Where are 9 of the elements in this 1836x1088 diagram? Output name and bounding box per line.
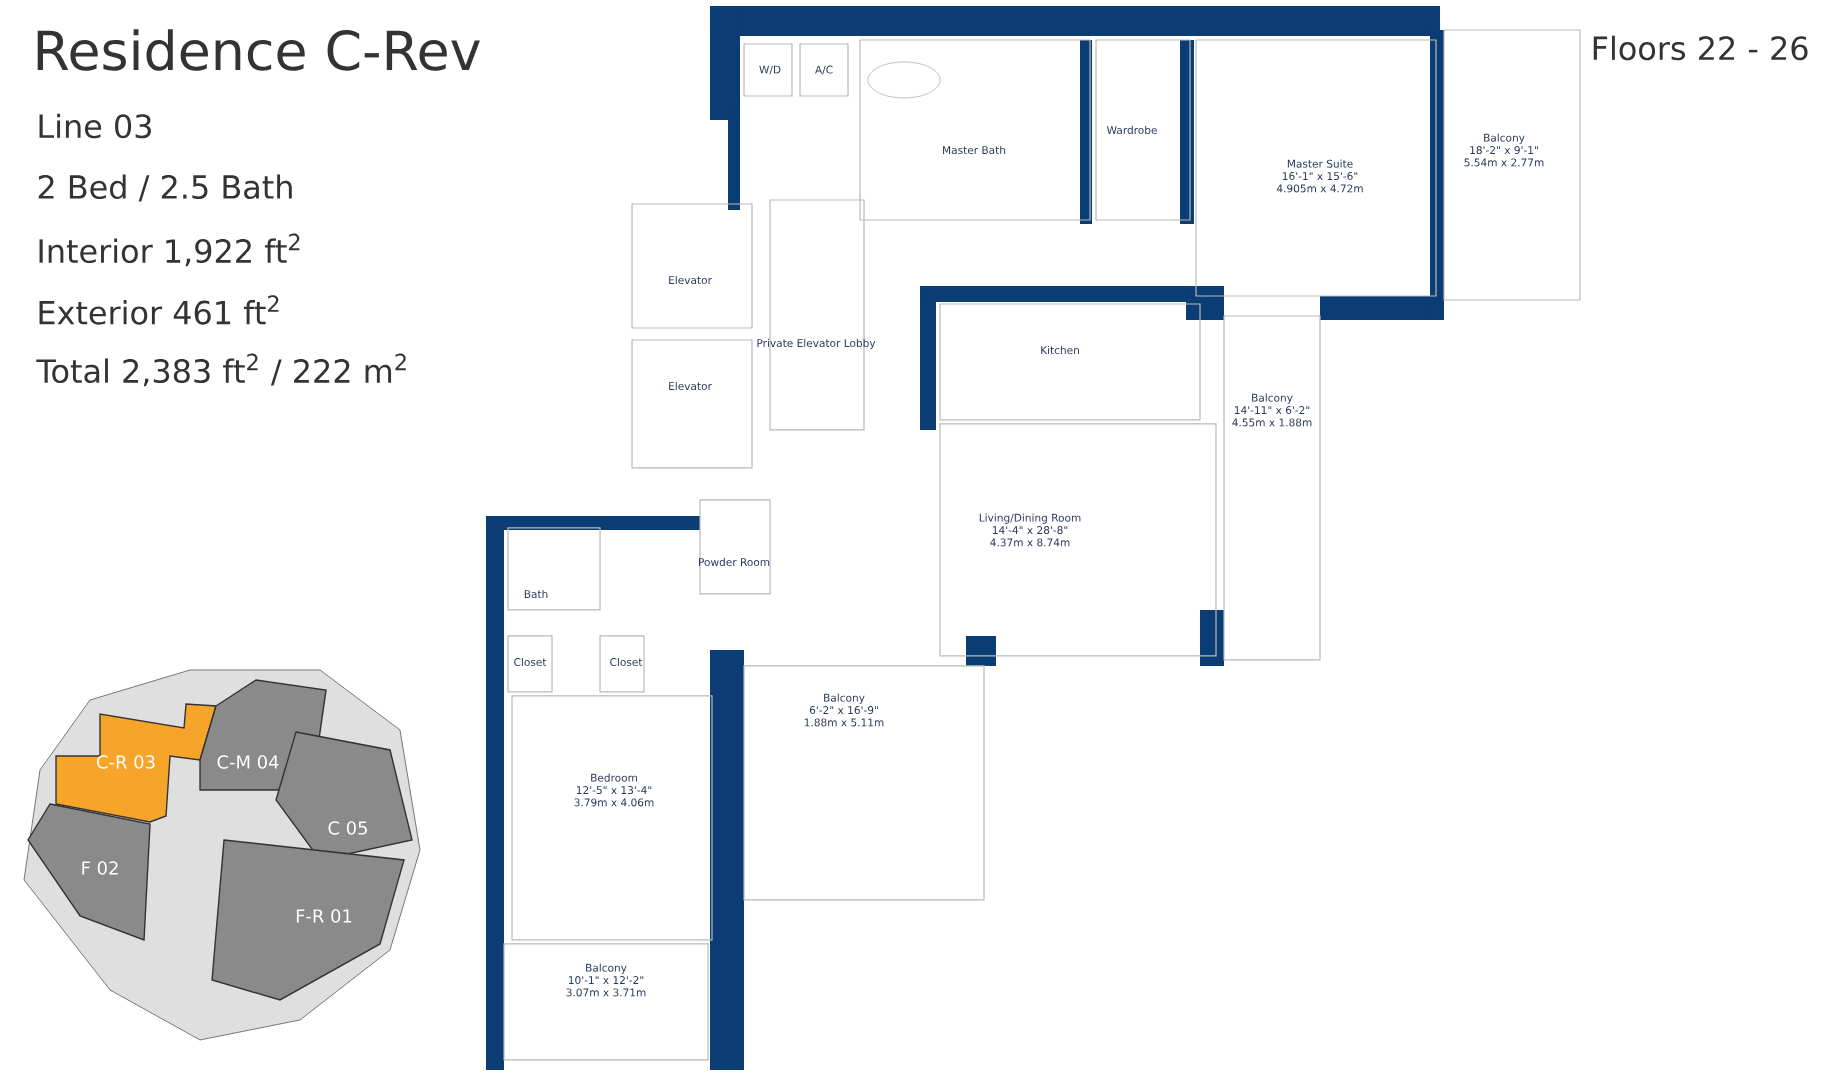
info-text: Line 03 [39, 113, 151, 139]
unit-block: C-R 03 [55, 703, 217, 823]
info-text: Interior 1,922 ft$^{2}$ [39, 233, 300, 267]
unit-block: F-R 01 [211, 839, 405, 1001]
unit-block: F 02 [27, 803, 151, 941]
info-text: 2 Bed / 2.5 Bath [38, 174, 292, 202]
title: Residence C-Rev [37, 29, 480, 71]
info-text: Exterior 461 ft$^{2}$ [39, 295, 279, 325]
info-text: Total 2,383 ft$^{2}$ / 222 m$^{2}$ [36, 353, 406, 387]
